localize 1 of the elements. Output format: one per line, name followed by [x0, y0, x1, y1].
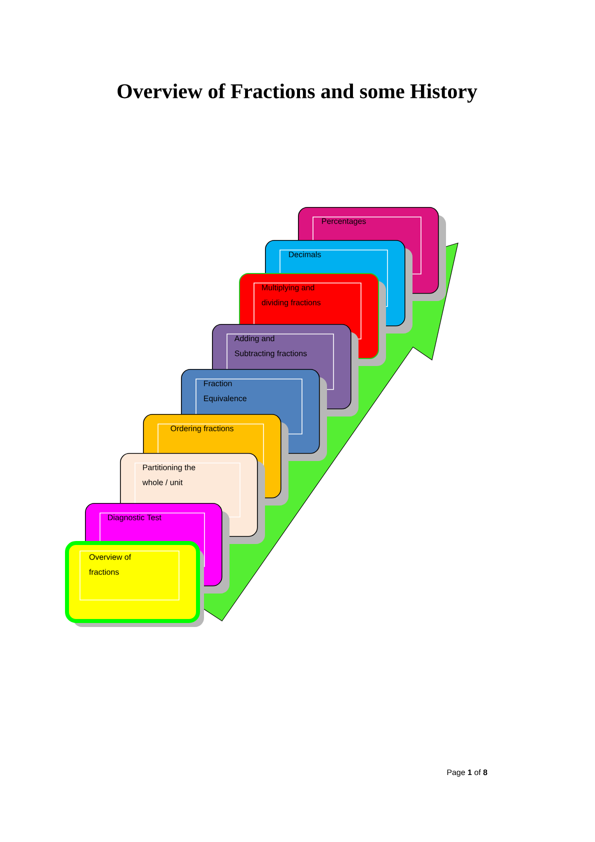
title: Overview of Fractions and some History	[118, 83, 478, 103]
